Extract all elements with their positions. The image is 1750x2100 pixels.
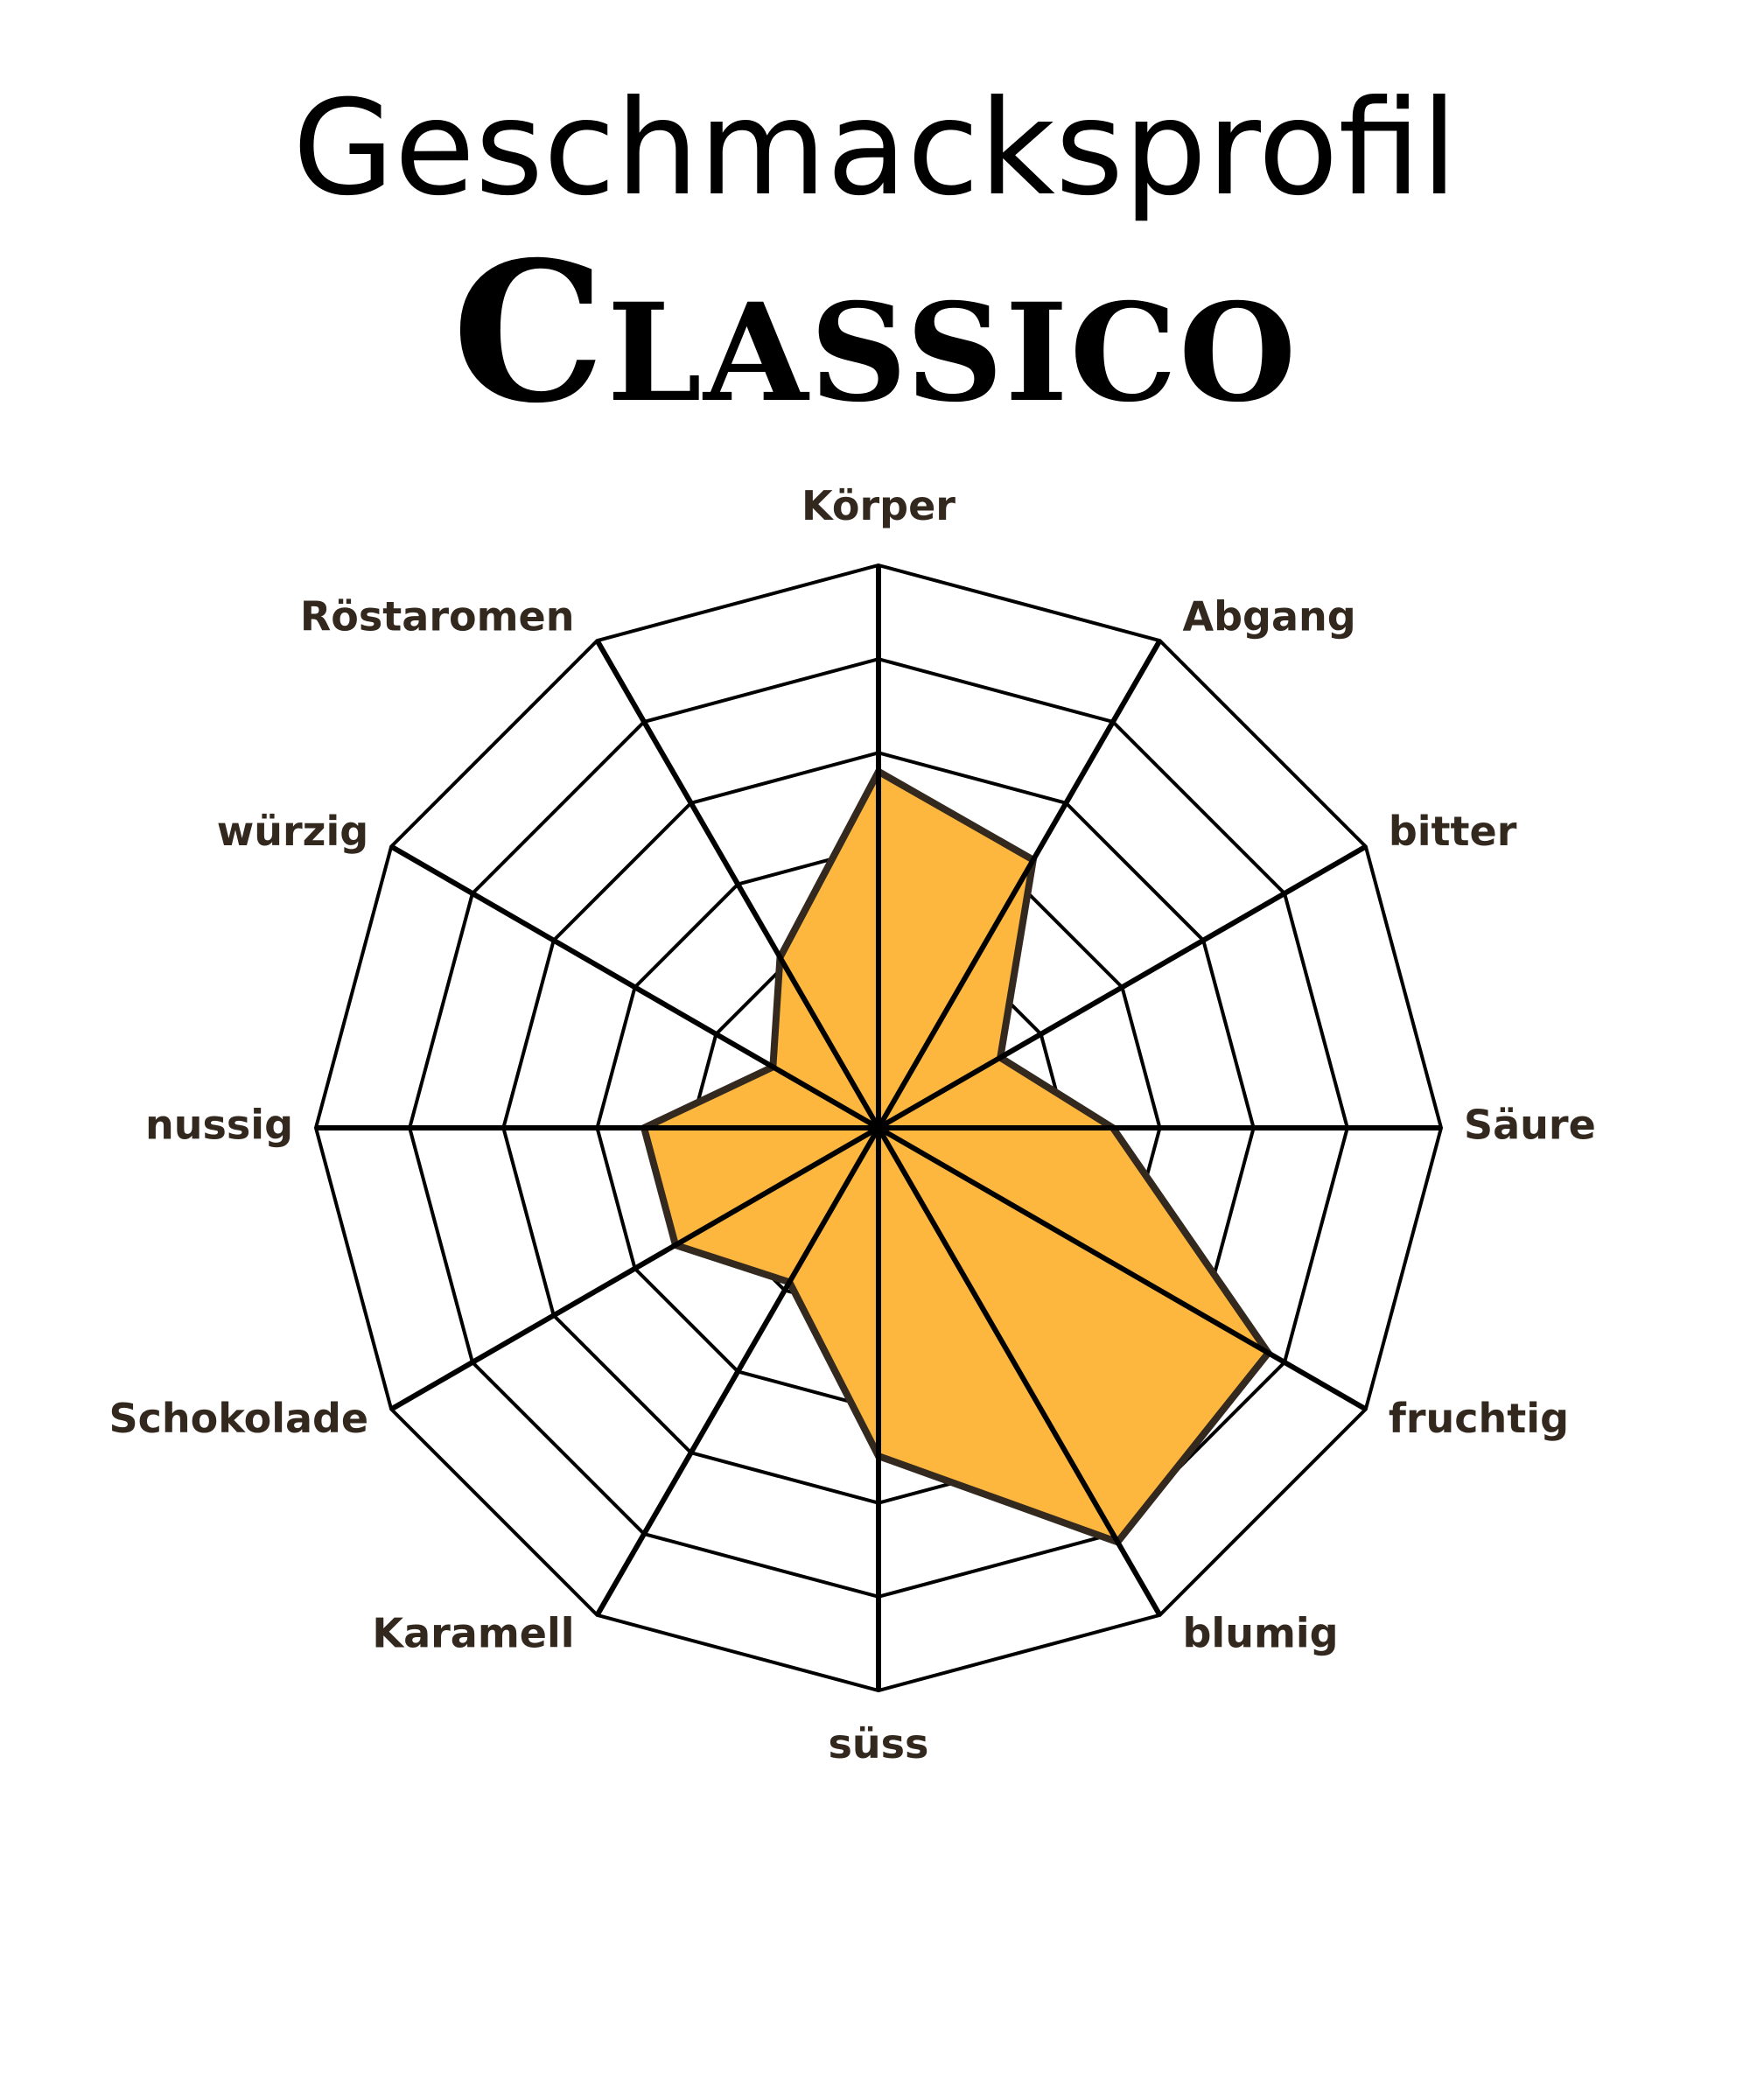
axis-label: Schokolade	[108, 1395, 368, 1442]
axis-label: würzig	[217, 808, 368, 855]
radar-spokes	[316, 565, 1441, 1690]
axis-spoke	[876, 1126, 1163, 1617]
axis-label: Abgang	[1183, 592, 1356, 640]
axis-label: süss	[829, 1720, 929, 1768]
axis-spoke	[389, 844, 880, 1130]
axis-label: Körper	[802, 482, 956, 529]
axis-spoke	[594, 1126, 881, 1617]
chart-subtitle: Classico	[452, 219, 1298, 445]
axis-label: Röstaromen	[300, 592, 575, 640]
axis-spoke	[877, 1125, 1368, 1412]
axis-spoke	[389, 1125, 880, 1412]
axis-label: bitter	[1389, 808, 1517, 855]
chart-title: Geschmacksprofil	[292, 73, 1458, 225]
axis-label: nussig	[145, 1102, 293, 1149]
axis-label: fruchtig	[1389, 1395, 1569, 1442]
axis-label: Säure	[1464, 1102, 1596, 1149]
axis-spoke	[877, 844, 1368, 1130]
axis-spoke	[876, 639, 1163, 1130]
axis-label: Karamell	[372, 1610, 574, 1657]
axis-label: blumig	[1183, 1610, 1339, 1657]
axis-spoke	[594, 639, 881, 1130]
